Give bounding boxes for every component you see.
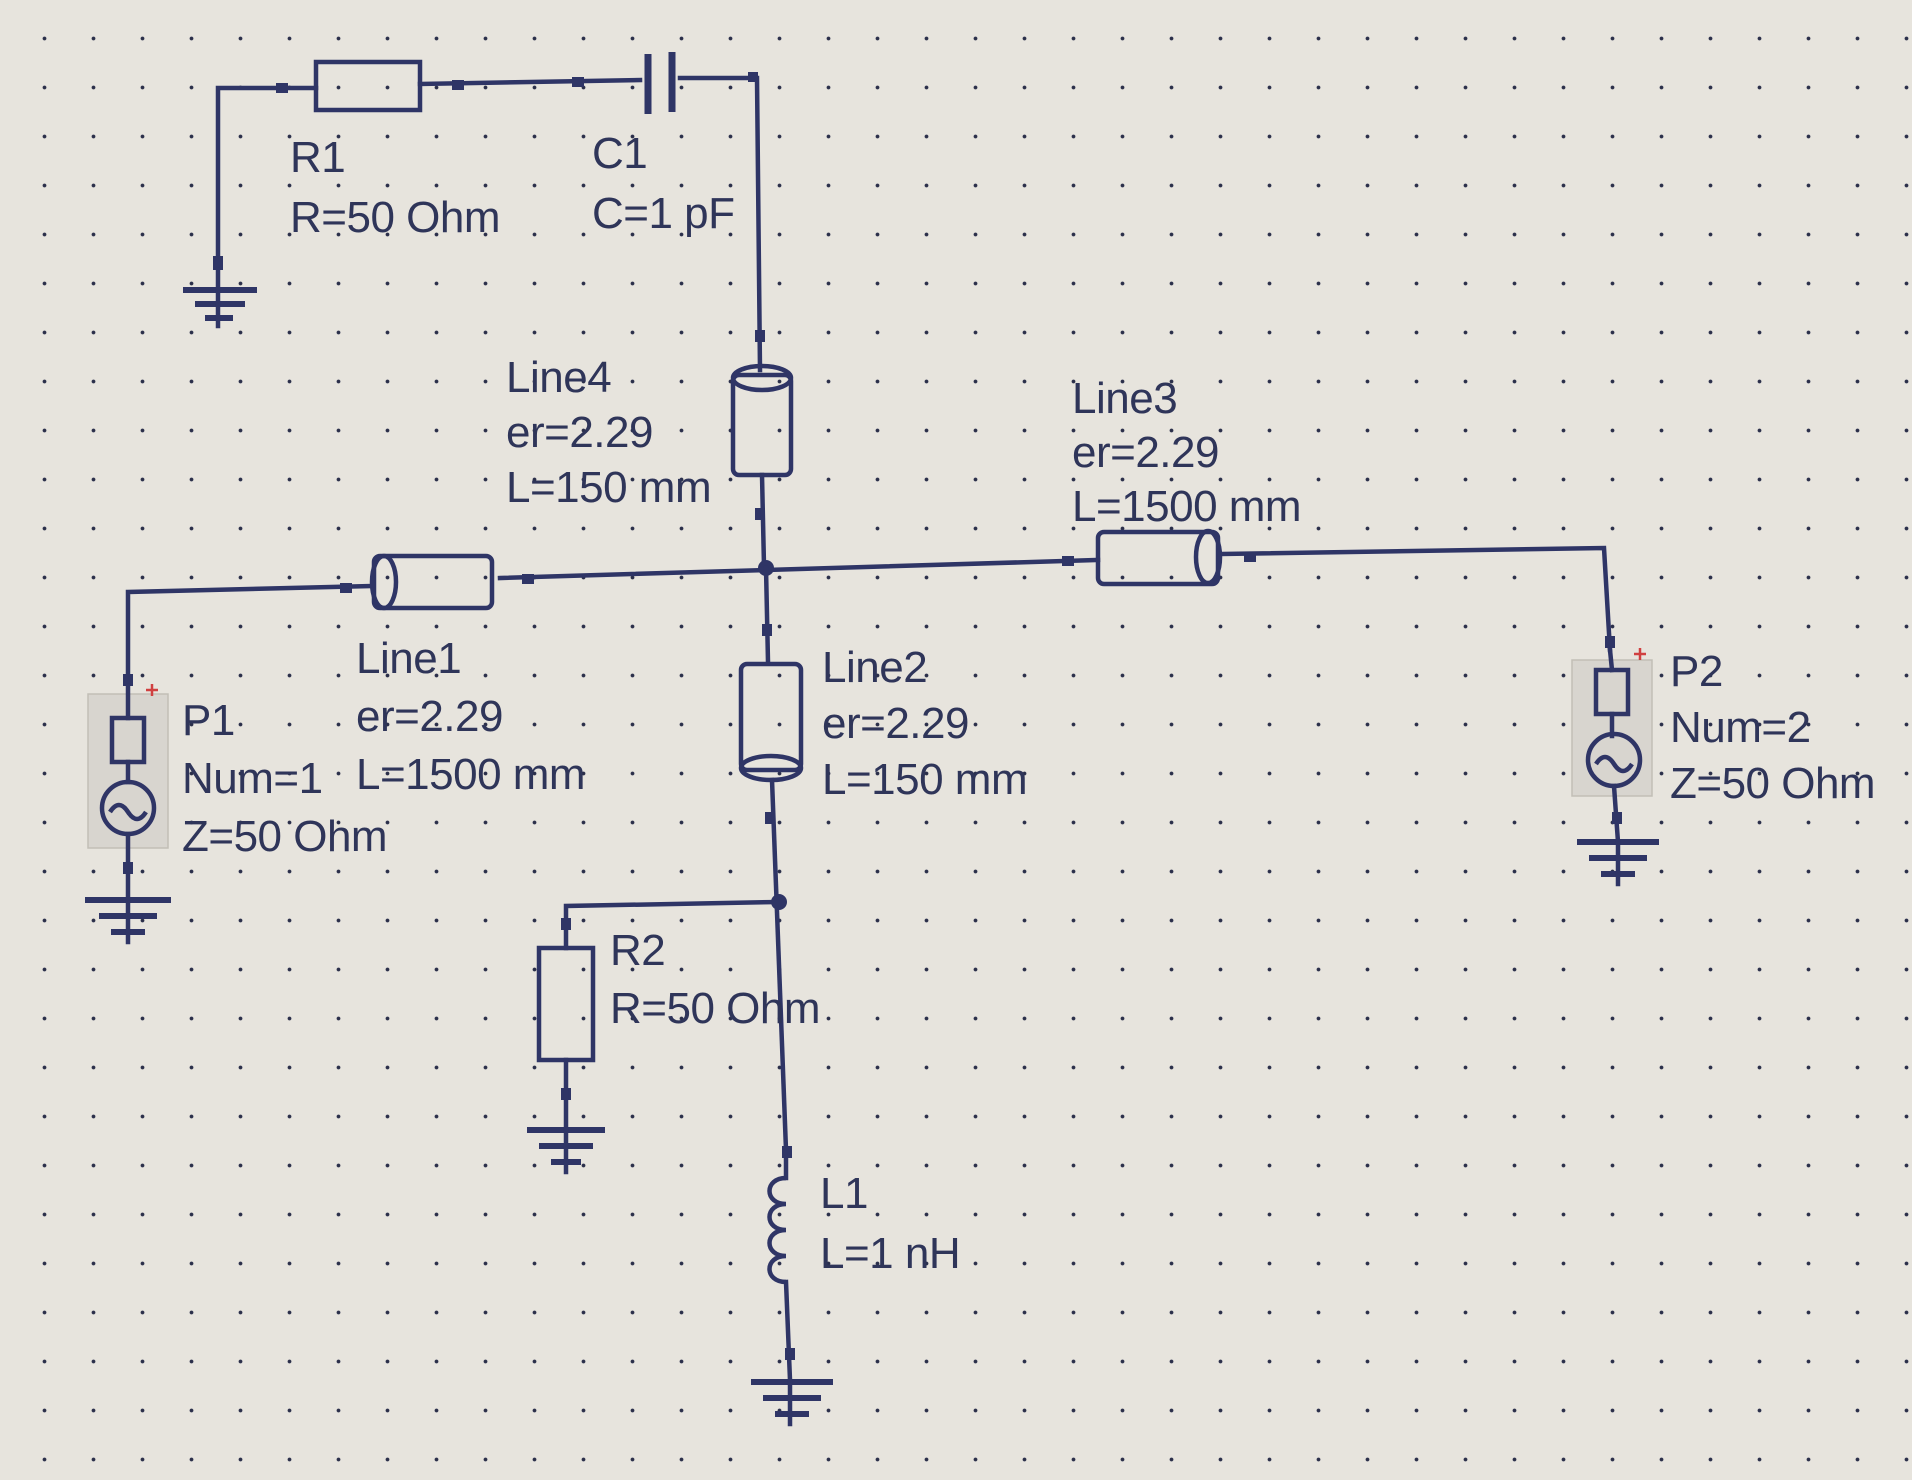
- ground-symbol-p1: [85, 897, 171, 945]
- r1-resistance: R=50 Ohm: [290, 193, 500, 242]
- inductor-l1-symbol[interactable]: [767, 1146, 796, 1383]
- transmission-line-1-symbol[interactable]: [340, 553, 534, 611]
- line3-er: er=2.29: [1072, 428, 1219, 477]
- ground-symbol-p2: [1577, 839, 1659, 887]
- resistor-r2-symbol[interactable]: [536, 918, 596, 1133]
- c1-capacitance: C=1 pF: [592, 189, 735, 238]
- line2-label: Line2 er=2.29 L=150 mm: [822, 640, 1028, 808]
- r2-resistance: R=50 Ohm: [610, 984, 820, 1033]
- p2-label: P2 Num=2 Z=50 Ohm: [1670, 644, 1876, 812]
- p2-name: P2: [1670, 647, 1723, 696]
- r1-name: R1: [290, 133, 346, 182]
- line4-label: Line4 er=2.29 L=150 mm: [506, 350, 712, 515]
- ground-symbol-r2: [527, 1127, 605, 1175]
- line3-name: Line3: [1072, 374, 1178, 423]
- line1-name: Line1: [356, 634, 462, 683]
- line3-length: L=1500 mm: [1072, 482, 1302, 531]
- p2-num: Num=2: [1670, 703, 1811, 752]
- p1-label: P1 Num=1 Z=50 Ohm: [182, 692, 388, 866]
- line2-er: er=2.29: [822, 699, 969, 748]
- line1-er: er=2.29: [356, 692, 503, 741]
- ground-symbol-l1: [751, 1379, 833, 1427]
- port-p2-symbol[interactable]: [1571, 636, 1653, 845]
- p1-num: Num=1: [182, 754, 323, 803]
- c1-label: C1 C=1 pF: [592, 124, 735, 244]
- r1-label: R1 R=50 Ohm: [290, 128, 500, 248]
- port-p1-symbol[interactable]: [87, 674, 169, 903]
- l1-label: L1 L=1 nH: [820, 1164, 961, 1284]
- capacitor-c1-symbol[interactable]: [572, 52, 758, 114]
- p1-impedance: Z=50 Ohm: [182, 812, 388, 861]
- line4-name: Line4: [506, 353, 612, 402]
- r2-name: R2: [610, 926, 666, 975]
- line2-name: Line2: [822, 643, 928, 692]
- r2-label: R2 R=50 Ohm: [610, 922, 820, 1038]
- line1-label: Line1 er=2.29 L=1500 mm: [356, 630, 586, 804]
- line4-length: L=150 mm: [506, 463, 712, 512]
- resistor-r1-symbol[interactable]: [276, 59, 464, 113]
- p2-impedance: Z=50 Ohm: [1670, 759, 1876, 808]
- line2-length: L=150 mm: [822, 755, 1028, 804]
- c1-name: C1: [592, 129, 648, 178]
- ground-symbol-r1: [183, 256, 257, 329]
- l1-inductance: L=1 nH: [820, 1229, 961, 1278]
- p1-name: P1: [182, 696, 235, 745]
- line1-length: L=1500 mm: [356, 750, 586, 799]
- line3-label: Line3 er=2.29 L=1500 mm: [1072, 372, 1302, 534]
- main-bus-wire: [125, 545, 1613, 681]
- l1-name: L1: [820, 1169, 868, 1218]
- lower-branch-wire: [563, 777, 789, 1153]
- line4-er: er=2.29: [506, 408, 653, 457]
- transmission-line-4-symbol[interactable]: [730, 330, 794, 569]
- transmission-line-3-symbol[interactable]: [1062, 528, 1256, 587]
